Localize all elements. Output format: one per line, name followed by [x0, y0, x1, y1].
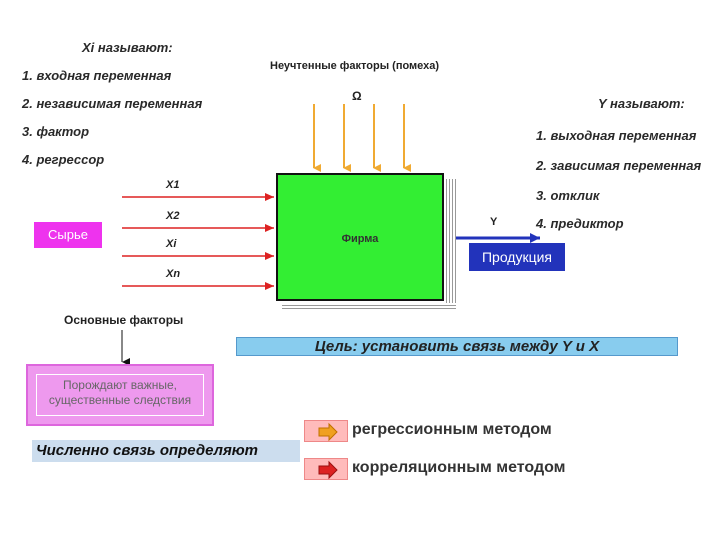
- consequence-line-1: Порождают важные,: [63, 378, 177, 392]
- input-x2: X2: [166, 210, 180, 222]
- arrow-right-icon: [318, 460, 338, 480]
- input-xi: Xi: [166, 238, 177, 250]
- xi-item-1: 1. входная переменная: [22, 68, 172, 83]
- consequence-box: Порождают важные, существенные следствия: [26, 364, 214, 426]
- product-box: Продукция: [469, 243, 565, 271]
- raw-materials-box: Сырье: [34, 222, 102, 248]
- firm-shadow: [446, 179, 456, 305]
- firm-block: Фирма: [276, 173, 444, 301]
- regression-method-button[interactable]: [304, 420, 348, 442]
- y-item-1: 1. выходная переменная: [536, 128, 697, 143]
- input-arrows: [122, 193, 274, 290]
- noise-label: Неучтенные факторы (помеха): [270, 60, 440, 72]
- y-item-3: 3. отклик: [536, 188, 600, 203]
- omega-symbol: Ω: [352, 89, 362, 103]
- xi-title: Xi называют:: [82, 40, 173, 55]
- xi-item-3: 3. фактор: [22, 124, 90, 139]
- firm-shadow-bottom: [282, 303, 456, 309]
- arrow-right-icon: [318, 422, 338, 442]
- correlation-method-button[interactable]: [304, 458, 348, 480]
- main-factors-label: Основные факторы: [64, 313, 184, 327]
- consequence-line-2: существенные следствия: [48, 393, 192, 407]
- numeric-relation-label: Численно связь определяют: [32, 440, 300, 462]
- regression-method-label: регрессионным методом: [352, 421, 552, 438]
- y-item-2: 2. зависимая переменная: [536, 158, 702, 173]
- correlation-method-label: корреляционным методом: [352, 459, 566, 476]
- output-y-label: Y: [490, 216, 498, 228]
- firm-label: Фирма: [341, 233, 379, 245]
- input-x1: X1: [166, 179, 180, 191]
- goal-banner: Цель: установить связь между Y и X: [236, 337, 678, 356]
- noise-arrows: [313, 104, 411, 172]
- y-item-4: 4. предиктор: [536, 216, 624, 231]
- xi-item-4: 4. регрессор: [22, 152, 105, 167]
- consequence-text: Порождают важные, существенные следствия: [36, 374, 204, 416]
- input-xn: Xn: [166, 268, 181, 280]
- xi-item-2: 2. независимая переменная: [22, 96, 203, 111]
- y-title: Y называют:: [598, 96, 685, 111]
